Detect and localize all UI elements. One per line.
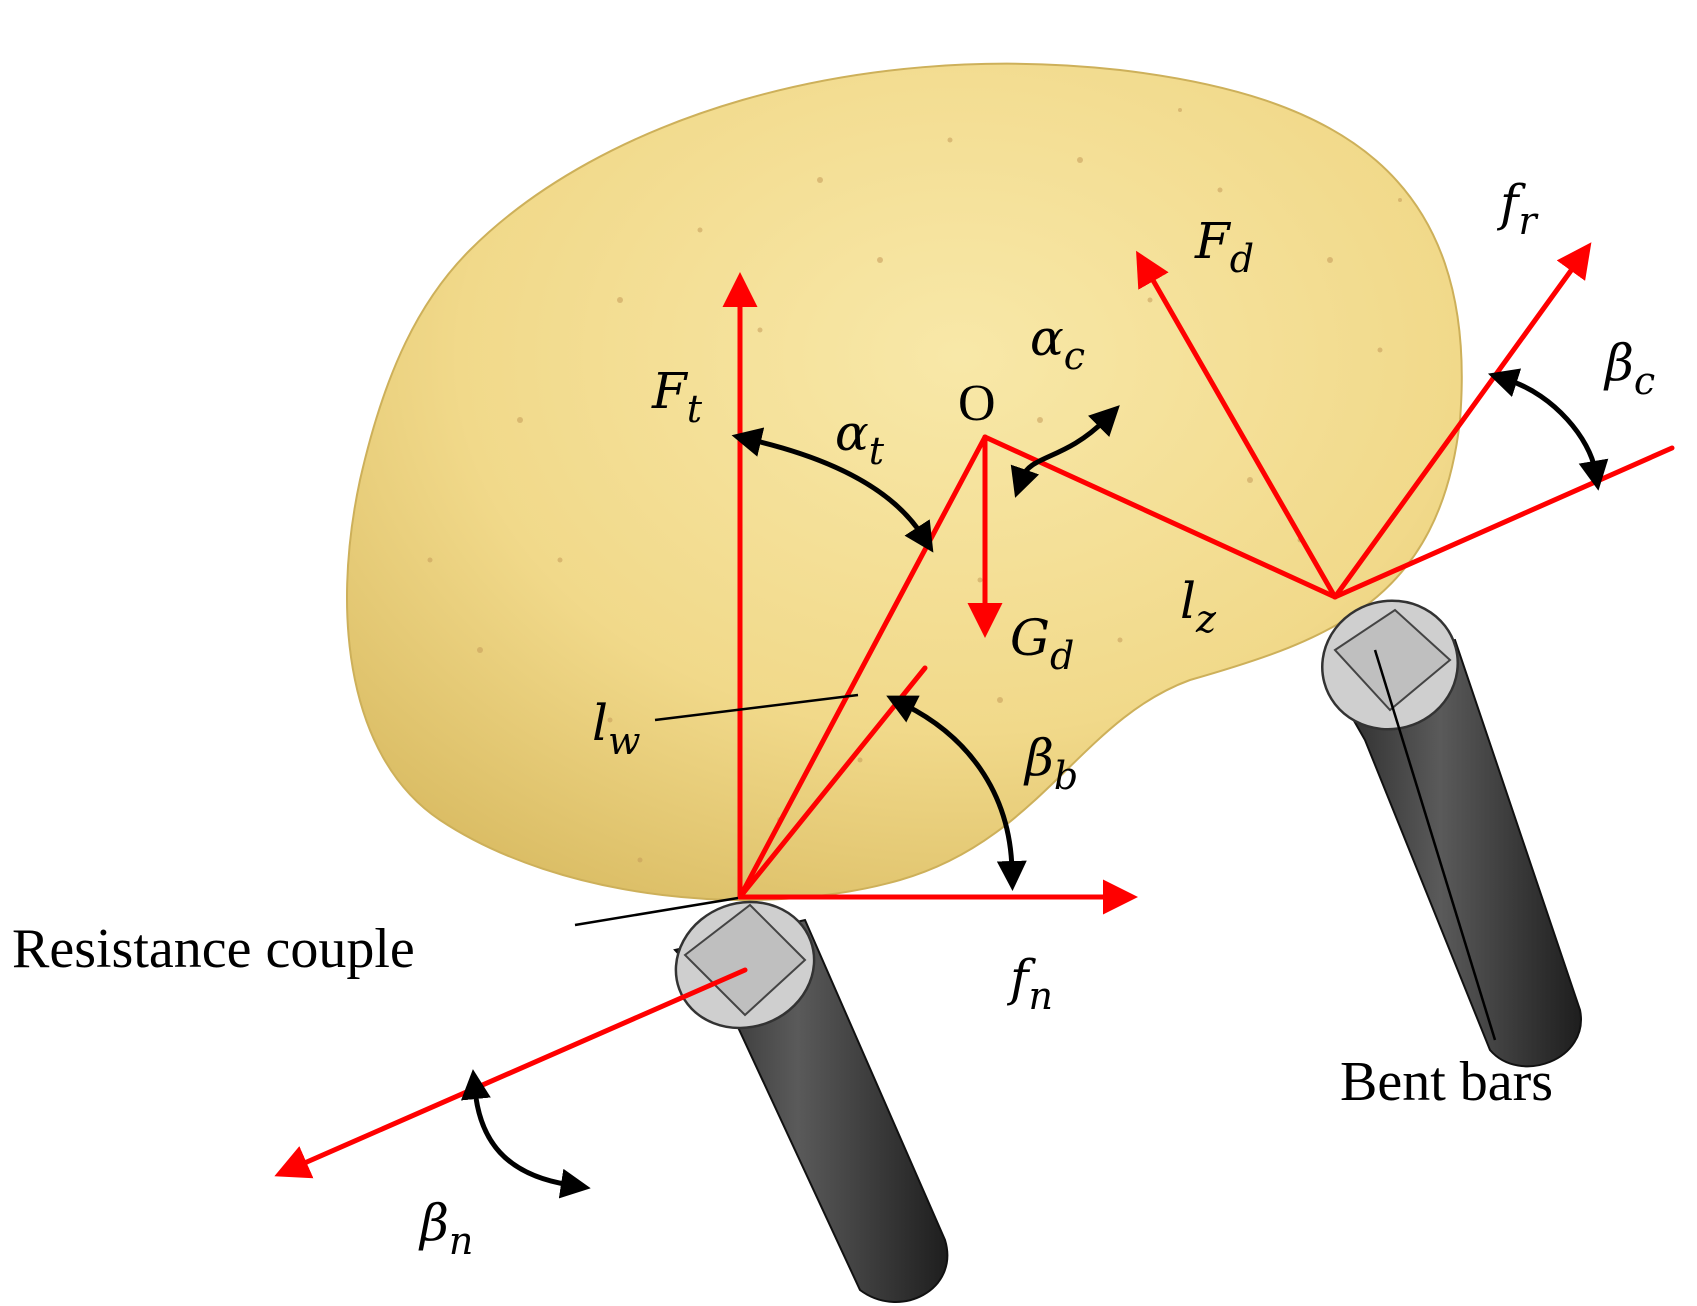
label-beta_n: βn: [418, 1194, 473, 1263]
label-alpha_c: αc: [1030, 309, 1085, 378]
label-l_w: lw: [592, 694, 641, 763]
leader-lines: [574, 649, 1497, 1041]
labels: Ft Fd fr αt αc βc βb βn Gd lz lw: [12, 174, 1655, 1263]
label-f_r: fr: [1496, 174, 1540, 243]
label-alpha_t: αt: [835, 404, 885, 473]
label-O: O: [958, 375, 996, 432]
resistance-couple-leader: [574, 896, 739, 927]
left-bent-bar-icon: [673, 900, 949, 1303]
label-l_z: lz: [1180, 572, 1217, 641]
beta_b-arc: [886, 695, 1027, 891]
label-beta_c: βc: [1603, 334, 1655, 403]
beta_n-axis-vector: [274, 967, 748, 1179]
alpha_t-arc: [731, 427, 934, 553]
label-resistance-couple: Resistance couple: [12, 918, 415, 980]
f_r-vector: [1332, 242, 1592, 600]
tangent-line-right: [1332, 445, 1675, 600]
label-F_t: Ft: [651, 362, 703, 431]
potato-icon: [346, 62, 1463, 901]
label-beta_b: βb: [1023, 729, 1078, 798]
label-f_n: fn: [1006, 949, 1053, 1018]
l_w-line: [737, 434, 988, 900]
l_w-leader: [654, 693, 859, 722]
right-bent-bar-icon: [1321, 599, 1582, 1068]
F_d-vector: [1136, 250, 1338, 600]
beta_n-arc: [460, 1069, 591, 1199]
angle-arrows: [460, 368, 1609, 1199]
alpha_c-arc: [1010, 405, 1120, 498]
label-F_d: Fd: [1194, 212, 1254, 281]
label-G_d: Gd: [1010, 609, 1074, 678]
beta_c-arc: [1487, 368, 1609, 491]
label-bent-bars: Bent bars: [1340, 1051, 1553, 1113]
bent-bars-leader: [1373, 649, 1497, 1041]
